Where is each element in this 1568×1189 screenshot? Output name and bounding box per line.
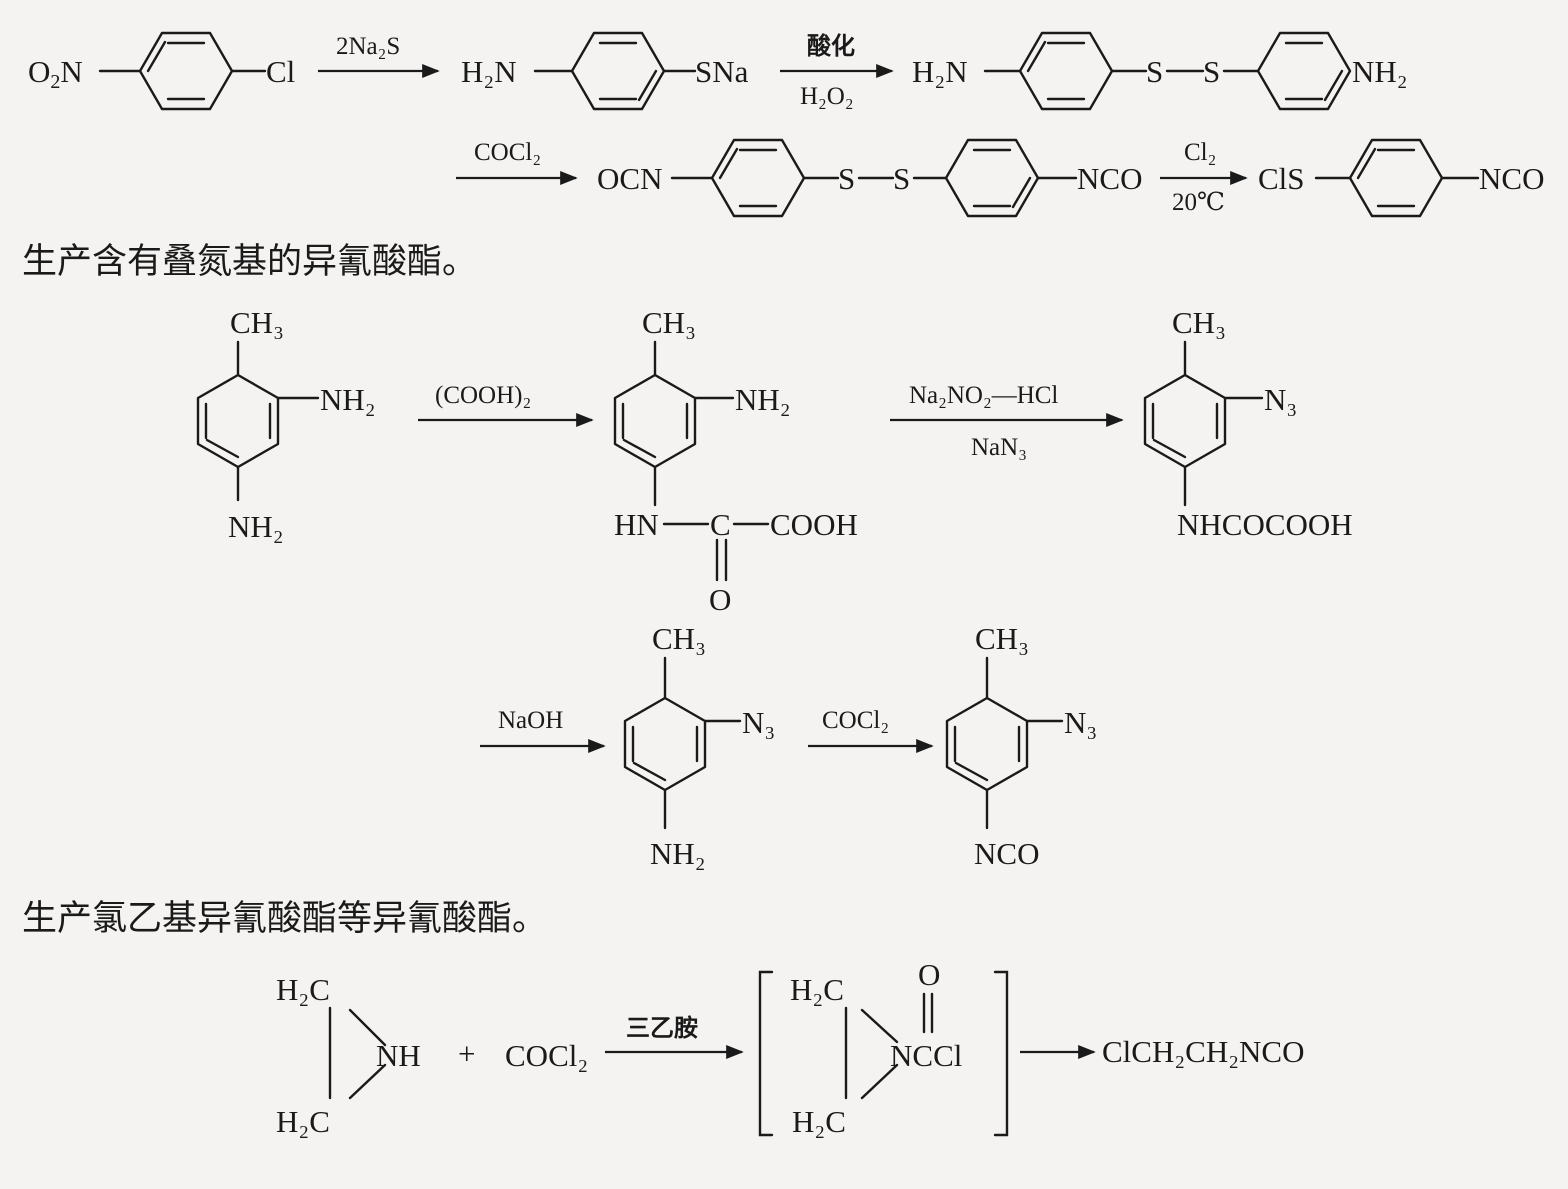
start-o2n-label: O2N: [28, 54, 83, 93]
reagent-label: 酸化: [807, 32, 855, 60]
amino-label: NH₂: [320, 382, 376, 417]
phosgene-label: COCl₂: [505, 1038, 588, 1073]
nh-label: NH: [376, 1038, 421, 1073]
amide-nh-label: HN: [614, 507, 659, 542]
product2-left-label: H₂N: [912, 54, 968, 89]
product2-right-label: NH₂: [1352, 54, 1408, 89]
carbonyl-c-label: C: [710, 507, 731, 542]
azide-label: N₃: [1264, 382, 1297, 417]
product1-right-label: SNa: [695, 54, 749, 89]
sulfur-label: S: [1203, 54, 1220, 89]
molecule-azido-toluidine: CH₃ N₃ NH₂: [623, 621, 775, 871]
reagent-label: 三乙胺: [626, 1014, 698, 1042]
reagent-label: H₂O₂: [800, 83, 854, 110]
methyl-label: CH₃: [642, 305, 696, 340]
methyl-label: CH₃: [1172, 305, 1226, 340]
product-label: ClCH₂CH₂NCO: [1102, 1034, 1304, 1069]
sulfur-label: S: [893, 161, 910, 196]
ch2-label: H₂C: [276, 1104, 330, 1139]
carboxyl-label: COOH: [770, 507, 858, 542]
ch2-label: H₂C: [276, 972, 330, 1007]
methyl-label: CH₃: [975, 621, 1029, 656]
reagent-label: COCl₂: [474, 139, 541, 166]
azide-label: N₃: [1064, 705, 1097, 740]
section-1-row-1: O2N Cl 2Na₂S H₂N SNa 酸化 H₂O₂ H₂N: [28, 31, 1408, 111]
benzene-ring-6: [944, 138, 1040, 218]
reagent-label: 2Na₂S: [336, 33, 400, 60]
plus-sign: +: [458, 1036, 475, 1071]
reagent-label: 20℃: [1172, 189, 1225, 216]
sulfur-label: S: [1146, 54, 1163, 89]
molecule-azido-isocyanate: CH₃ N₃ NCO: [945, 621, 1097, 871]
reagent-label: (COOH)₂: [435, 382, 531, 409]
ch2-label: H₂C: [792, 1104, 846, 1139]
benzene-ring-3: [1018, 31, 1114, 111]
reagent-label: Cl₂: [1184, 139, 1216, 166]
product1-left-label: H₂N: [461, 54, 517, 89]
methyl-label: CH₃: [230, 305, 284, 340]
section-heading-azide: 生产含有叠氮基的异氰酸酯。: [22, 242, 477, 282]
reagent-label: NaOH: [498, 707, 563, 734]
molecule-azido-oxamic-acid: CH₃ N₃ NHCOCOOH: [1143, 305, 1353, 542]
amino-label: NH₂: [735, 382, 791, 417]
reagent-label: NaN₃: [971, 434, 1027, 461]
carbamoyl-chloride-label: NCCl: [890, 1038, 962, 1073]
oxygen-label: O: [918, 957, 940, 992]
product4-right-label: NCO: [1479, 161, 1544, 196]
right-bracket: [993, 970, 1009, 1137]
benzene-ring-4: [1256, 31, 1352, 111]
aziridine: H₂C NH H₂C: [276, 972, 421, 1139]
azide-label: N₃: [742, 705, 775, 740]
ch2-label: H₂C: [790, 972, 844, 1007]
start-cl-label: Cl: [266, 54, 295, 89]
left-bracket: [758, 970, 774, 1137]
section-1-row-2: COCl₂ OCN S S NCO Cl₂ 20℃ ClS: [456, 138, 1544, 218]
product3-right-label: NCO: [1077, 161, 1142, 196]
benzene-ring-2: [570, 31, 666, 111]
benzene-ring-7: [1348, 138, 1444, 218]
benzene-ring-5: [710, 138, 806, 218]
amino-label: NH₂: [650, 836, 706, 871]
oxygen-label: O: [709, 582, 731, 617]
oxamide-label: NHCOCOOH: [1177, 507, 1353, 542]
intermediate-bracket: H₂C O NCCl H₂C: [758, 957, 1009, 1139]
molecule-toluenediamine: CH₃ NH₂ NH₂: [196, 305, 376, 544]
reagent-label: COCl₂: [822, 707, 889, 734]
section-heading-chloroethyl: 生产氯乙基异氰酸酯等异氰酸酯。: [22, 899, 547, 939]
product4-left-label: ClS: [1258, 161, 1305, 196]
reagent-label: Na₂NO₂—HCl: [909, 382, 1058, 409]
product3-left-label: OCN: [597, 161, 662, 196]
molecule-oxamic-acid: CH₃ NH₂ HN C COOH O: [613, 305, 858, 617]
sulfur-label: S: [838, 161, 855, 196]
methyl-label: CH₃: [652, 621, 706, 656]
isocyanate-label: NCO: [974, 836, 1039, 871]
amino-label: NH₂: [228, 509, 284, 544]
benzene-ring-1: [138, 31, 234, 111]
